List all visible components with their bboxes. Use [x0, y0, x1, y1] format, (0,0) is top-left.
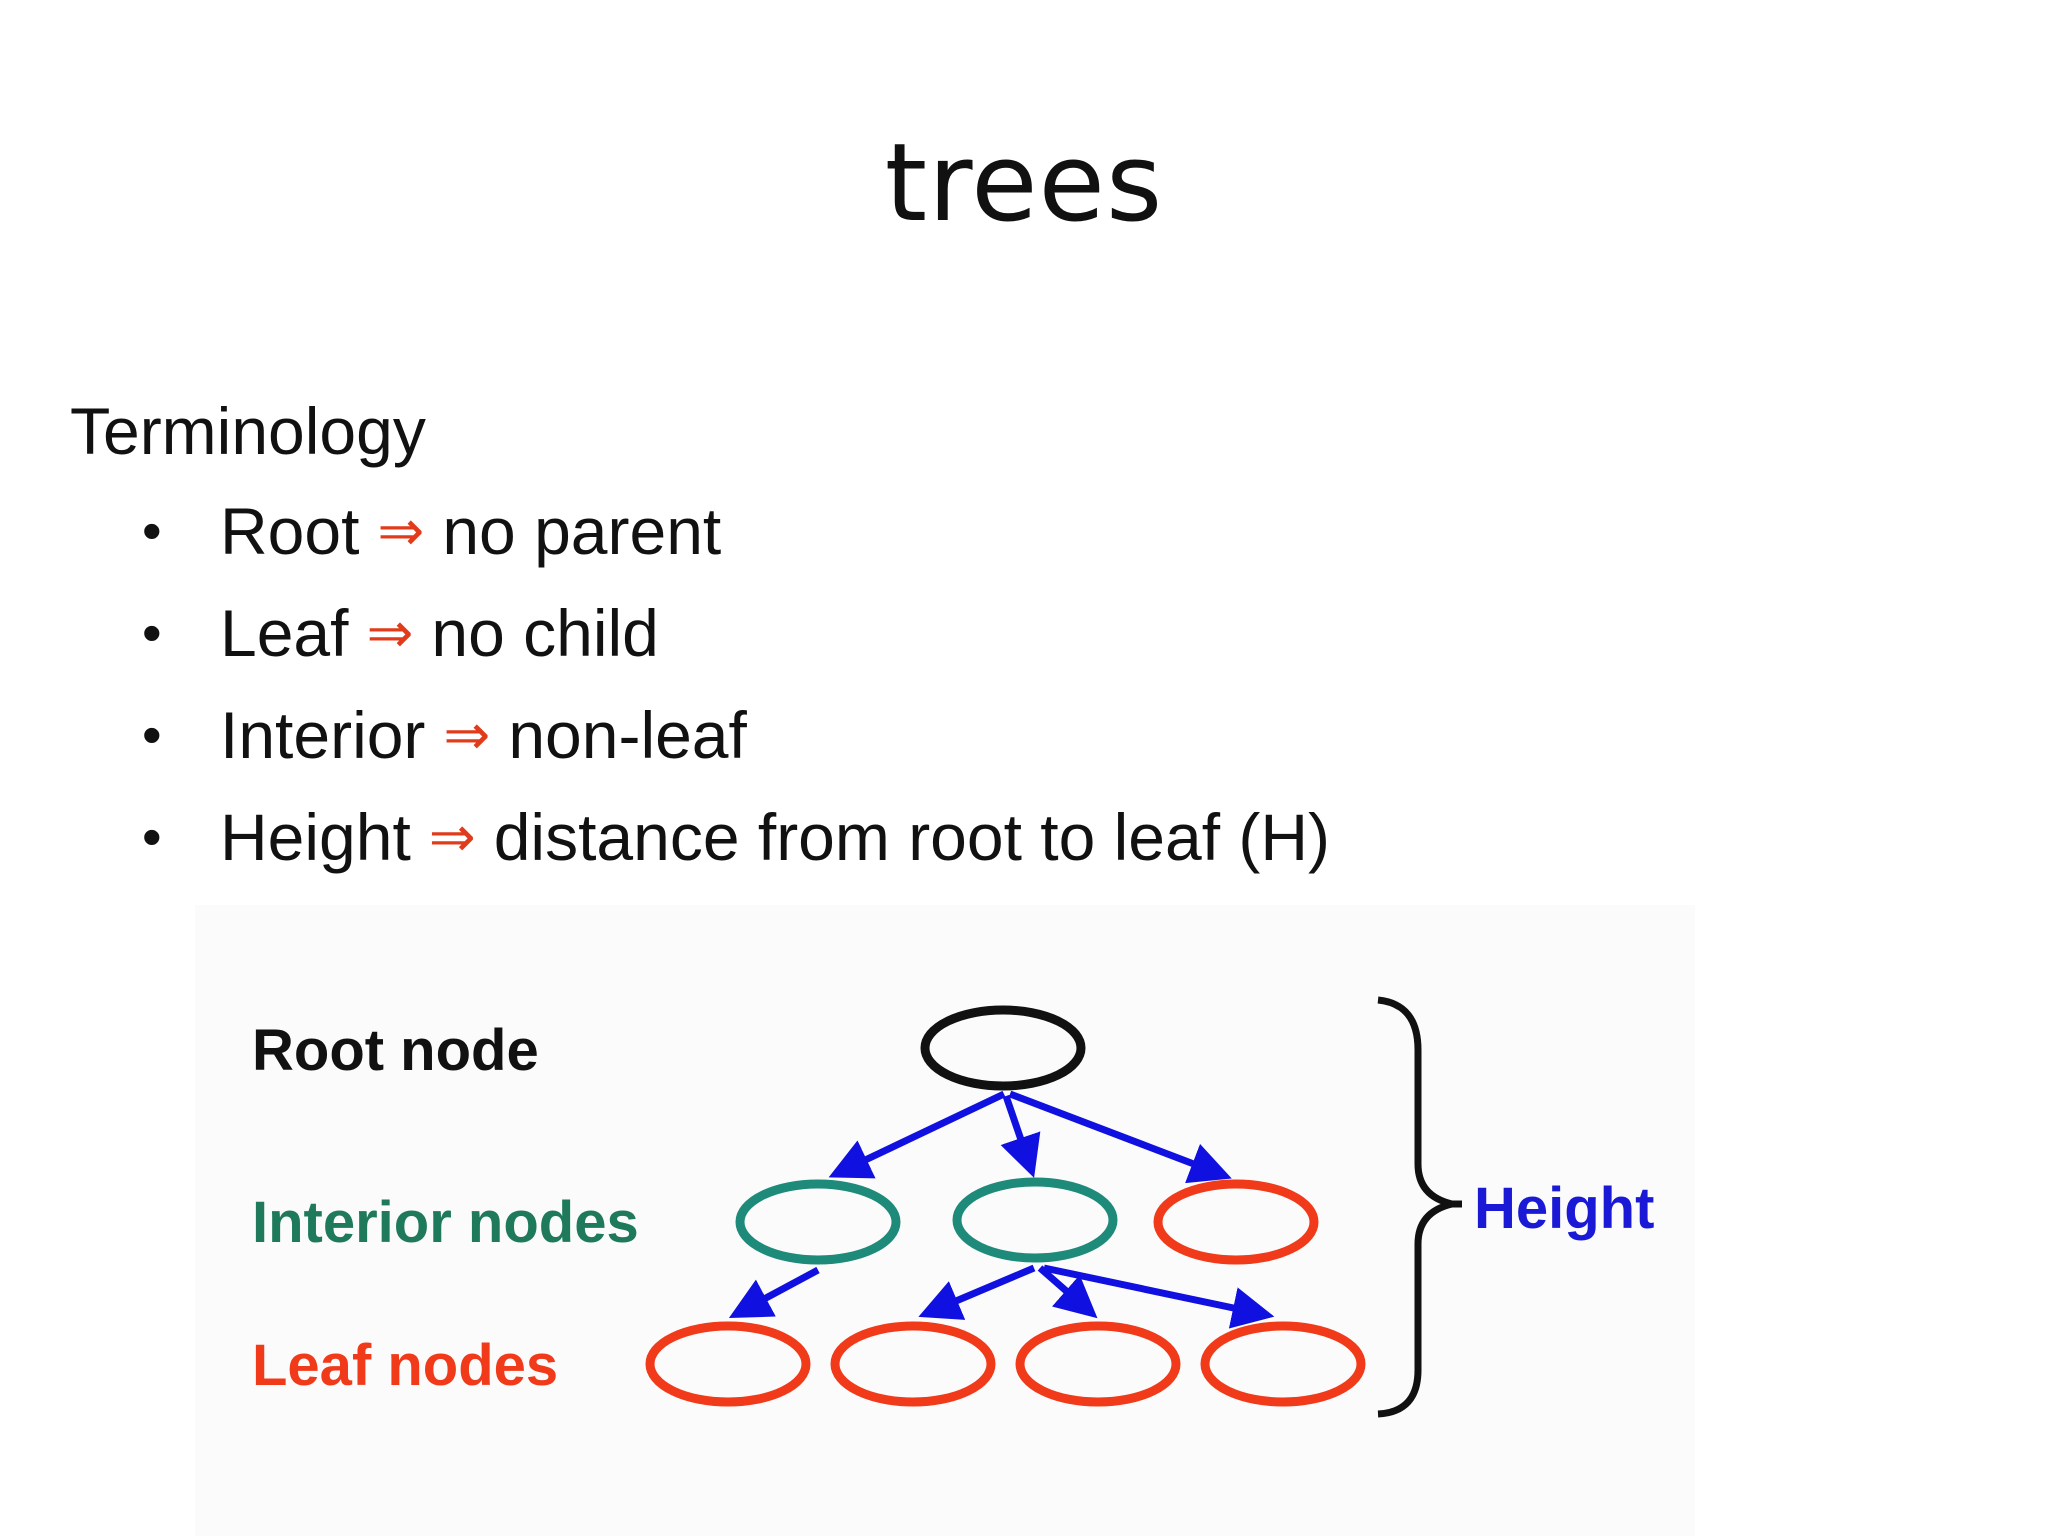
implies-arrow-icon: ⇒	[366, 601, 414, 666]
list-item: • Leaf ⇒ no child	[142, 600, 1330, 702]
leaf-node	[1200, 1321, 1366, 1407]
implies-arrow-icon: ⇒	[377, 499, 425, 564]
height-label: Height	[1474, 1176, 1655, 1241]
implies-arrow-icon: ⇒	[428, 805, 476, 870]
edge-root-to-interior-2	[1000, 1094, 1041, 1178]
term-label: Interior	[220, 698, 426, 772]
list-item: • Interior ⇒ non-leaf	[142, 702, 1330, 804]
term-definition: distance from root to leaf (H)	[493, 800, 1331, 874]
bullet-icon: •	[142, 703, 162, 766]
edge-interior-2-to-leaf-4	[1043, 1264, 1275, 1329]
interior-node	[735, 1179, 901, 1265]
leaf-node	[830, 1321, 996, 1407]
term-definition: no child	[431, 596, 659, 670]
root-node	[920, 1005, 1086, 1091]
leaf-node	[1015, 1321, 1181, 1407]
list-item: • Height ⇒ distance from root to leaf (H…	[142, 804, 1330, 906]
root-node-label: Root node	[252, 1018, 539, 1083]
edge-root-to-interior-1	[828, 1090, 1006, 1179]
bullet-icon: •	[142, 499, 162, 562]
slide-title: trees	[884, 121, 1164, 246]
tree-diagram-panel	[195, 905, 1695, 1536]
terminology-list: • Root ⇒ no parent • Leaf ⇒ no child • I…	[142, 498, 1330, 906]
term-label: Root	[220, 494, 360, 568]
interior-node	[952, 1177, 1118, 1263]
leaf-node	[645, 1321, 811, 1407]
terminology-heading: Terminology	[70, 394, 426, 468]
edge-interior-2-to-leaf-2	[918, 1264, 1036, 1320]
term-label: Height	[220, 800, 411, 874]
edge-root-to-interior-3	[1008, 1090, 1232, 1184]
bullet-icon: •	[142, 805, 162, 868]
edge-interior-1-to-leaf-1	[728, 1266, 820, 1318]
term-definition: non-leaf	[508, 698, 747, 772]
leaf-node	[1153, 1179, 1319, 1265]
height-brace-icon	[1377, 996, 1453, 1418]
term-definition: no parent	[442, 494, 722, 568]
tree-edges	[728, 1090, 1275, 1329]
leaf-nodes-label: Leaf nodes	[252, 1333, 559, 1398]
term-label: Leaf	[220, 596, 349, 670]
implies-arrow-icon: ⇒	[443, 703, 491, 768]
edge-interior-2-to-leaf-3	[1037, 1265, 1098, 1319]
bullet-icon: •	[142, 601, 162, 664]
interior-nodes-label: Interior nodes	[252, 1190, 639, 1255]
list-item: • Root ⇒ no parent	[142, 498, 1330, 600]
